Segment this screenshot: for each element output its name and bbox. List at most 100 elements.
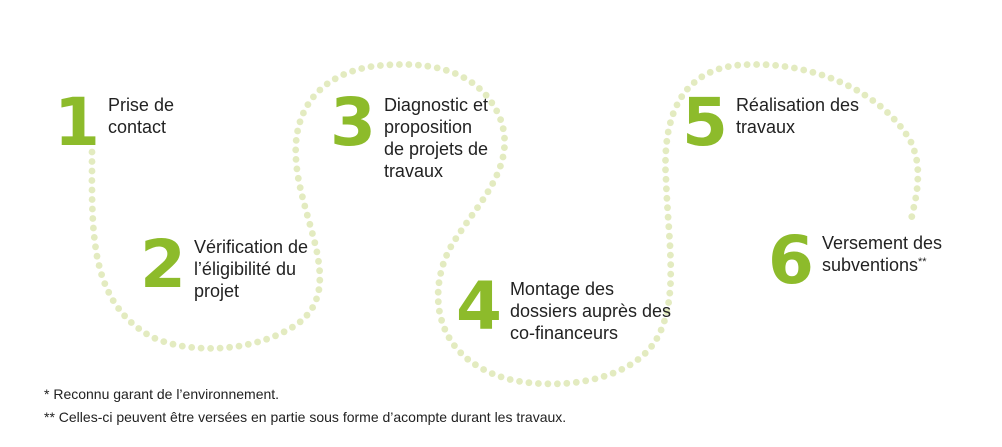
path-dot — [724, 63, 732, 70]
path-dot — [474, 204, 481, 212]
path-dot — [396, 61, 403, 68]
path-dot — [516, 378, 523, 385]
path-dot — [476, 85, 483, 92]
path-dot — [663, 308, 671, 316]
path-dot — [563, 379, 571, 387]
path-dot — [753, 61, 760, 68]
path-dot — [499, 153, 507, 161]
path-dot — [296, 118, 304, 126]
path-dot — [910, 203, 918, 211]
path-dot — [254, 338, 261, 346]
path-dot — [316, 267, 323, 275]
path-dot — [781, 63, 789, 70]
path-dot — [468, 79, 476, 86]
path-dot — [451, 70, 459, 77]
step-3-number: 3 — [330, 84, 376, 161]
path-dot — [386, 61, 394, 69]
path-dot — [884, 109, 891, 116]
path-dot — [648, 342, 655, 350]
path-dot — [506, 376, 514, 383]
path-dot — [667, 119, 674, 127]
path-dot — [715, 65, 723, 73]
path-dot — [554, 380, 561, 388]
path-dot — [92, 243, 99, 251]
step-1: 1 Prise de contact — [54, 84, 174, 161]
path-dot — [143, 330, 150, 338]
path-dot — [472, 361, 479, 369]
path-dot — [88, 177, 96, 184]
path-dot — [902, 130, 910, 138]
path-dot — [911, 147, 918, 155]
path-dot — [845, 82, 852, 90]
step-1-number: 1 — [54, 84, 100, 161]
path-dot — [447, 243, 455, 251]
path-dot — [641, 349, 649, 357]
path-dot — [89, 215, 97, 222]
path-dot — [480, 366, 487, 373]
path-dot — [493, 107, 501, 115]
path-dot — [226, 343, 234, 351]
path-dot — [836, 78, 844, 86]
path-dot — [827, 74, 835, 82]
path-dot — [280, 328, 288, 336]
footnote-2: ** Celles-ci peuvent être versées en par… — [44, 409, 567, 425]
path-dot — [436, 307, 443, 315]
step-6-footnote-mark: ** — [918, 256, 927, 268]
path-dot — [88, 167, 96, 175]
path-dot — [618, 366, 626, 373]
path-dot — [244, 340, 252, 348]
path-dot — [105, 288, 113, 296]
path-dot — [294, 174, 302, 182]
path-dot — [424, 62, 432, 70]
path-dot — [690, 79, 698, 86]
path-dot — [869, 97, 877, 104]
path-dot — [367, 63, 375, 70]
path-dot — [463, 219, 470, 227]
path-dot — [666, 242, 674, 250]
path-dot — [296, 184, 304, 192]
path-dot — [443, 251, 450, 259]
path-dot — [93, 252, 101, 260]
path-dot — [263, 335, 270, 343]
path-dot — [662, 156, 669, 164]
path-dot — [293, 165, 301, 173]
path-dot — [497, 373, 505, 381]
path-dot — [460, 74, 468, 81]
path-dot — [535, 380, 542, 387]
path-dot — [488, 370, 496, 377]
path-dot — [303, 311, 311, 319]
path-dot — [313, 248, 321, 256]
path-dot — [377, 62, 384, 69]
step-3: 3 Diagnostic et proposition de projets d… — [330, 84, 488, 182]
path-dot — [433, 64, 441, 72]
path-dot — [484, 188, 492, 196]
path-dot — [890, 115, 898, 123]
path-dot — [197, 344, 205, 352]
path-dot — [442, 66, 450, 74]
path-dot — [664, 128, 672, 136]
path-dot — [437, 270, 445, 277]
path-dot — [544, 380, 552, 388]
path-dot — [98, 271, 105, 278]
path-dot — [762, 61, 770, 69]
path-dot — [800, 66, 808, 74]
path-dot — [405, 61, 413, 68]
path-dot — [772, 62, 779, 69]
path-dot — [451, 342, 458, 349]
path-dot — [582, 377, 590, 385]
step-4: 4 Montage des dossiers auprès des co-fin… — [456, 268, 671, 345]
path-dots — [88, 61, 922, 388]
path-dot — [609, 369, 617, 377]
path-dot — [300, 109, 307, 117]
path-dot — [663, 185, 670, 193]
path-dot — [499, 125, 507, 133]
path-dot — [706, 68, 714, 76]
path-dot — [913, 185, 921, 193]
path-dot — [296, 318, 304, 326]
path-dot — [310, 93, 317, 101]
path-dot — [468, 211, 476, 219]
path-dot — [457, 227, 465, 235]
path-dot — [340, 71, 348, 78]
path-dot — [664, 204, 671, 212]
step-4-number: 4 — [456, 268, 502, 345]
